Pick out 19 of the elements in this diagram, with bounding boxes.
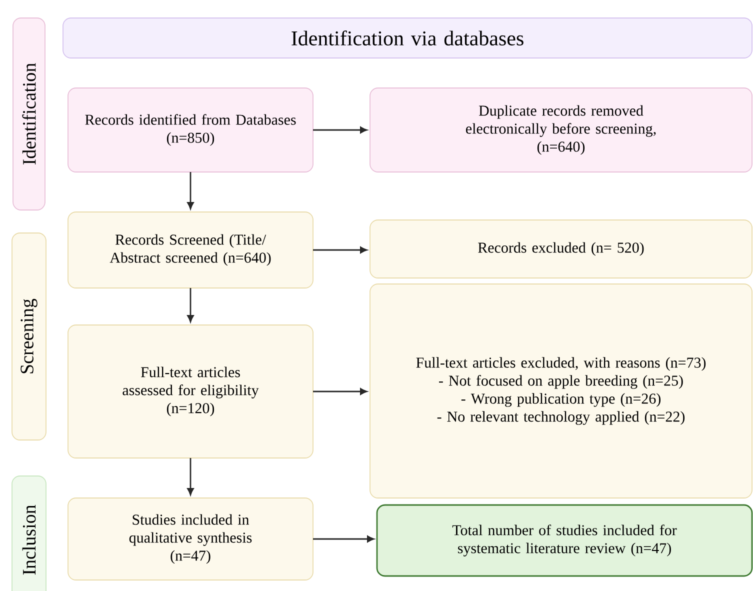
process-box: Records identified from Databases (n=850) [68,88,314,172]
arrow [313,246,368,254]
arrow [313,388,368,395]
stage-band: Screening [12,232,46,440]
title-band: Identification via databases [62,18,752,58]
arrow [313,126,368,134]
exclusion-box: Records excluded (n= 520) [370,220,752,278]
arrow [187,288,194,322]
process-box: Studies included in qualitative synthesis (n=47) [68,498,314,580]
exclusion-box: Duplicate records removed electronically before screening, (n=640) [370,88,752,172]
process-box: Full-text articles assessed for eligibility (n=120) [68,324,314,458]
stage-band: Identification [12,18,46,210]
arrow [187,458,194,496]
result-box: Total number of studies included for systematic literature review (n=47) [376,504,753,577]
exclusion-box: Full-text articles excluded, with reasons (n=73) - Not focused on apple breeding (n=25) - Wrong publication type (n=26) - No relevant technology applied (n=22) [370,284,752,498]
arrow [313,536,374,542]
arrow [187,172,194,210]
process-box: Records Screened (Title/ Abstract screened (n=640) [68,212,314,288]
stage-band: Inclusion [12,476,46,591]
